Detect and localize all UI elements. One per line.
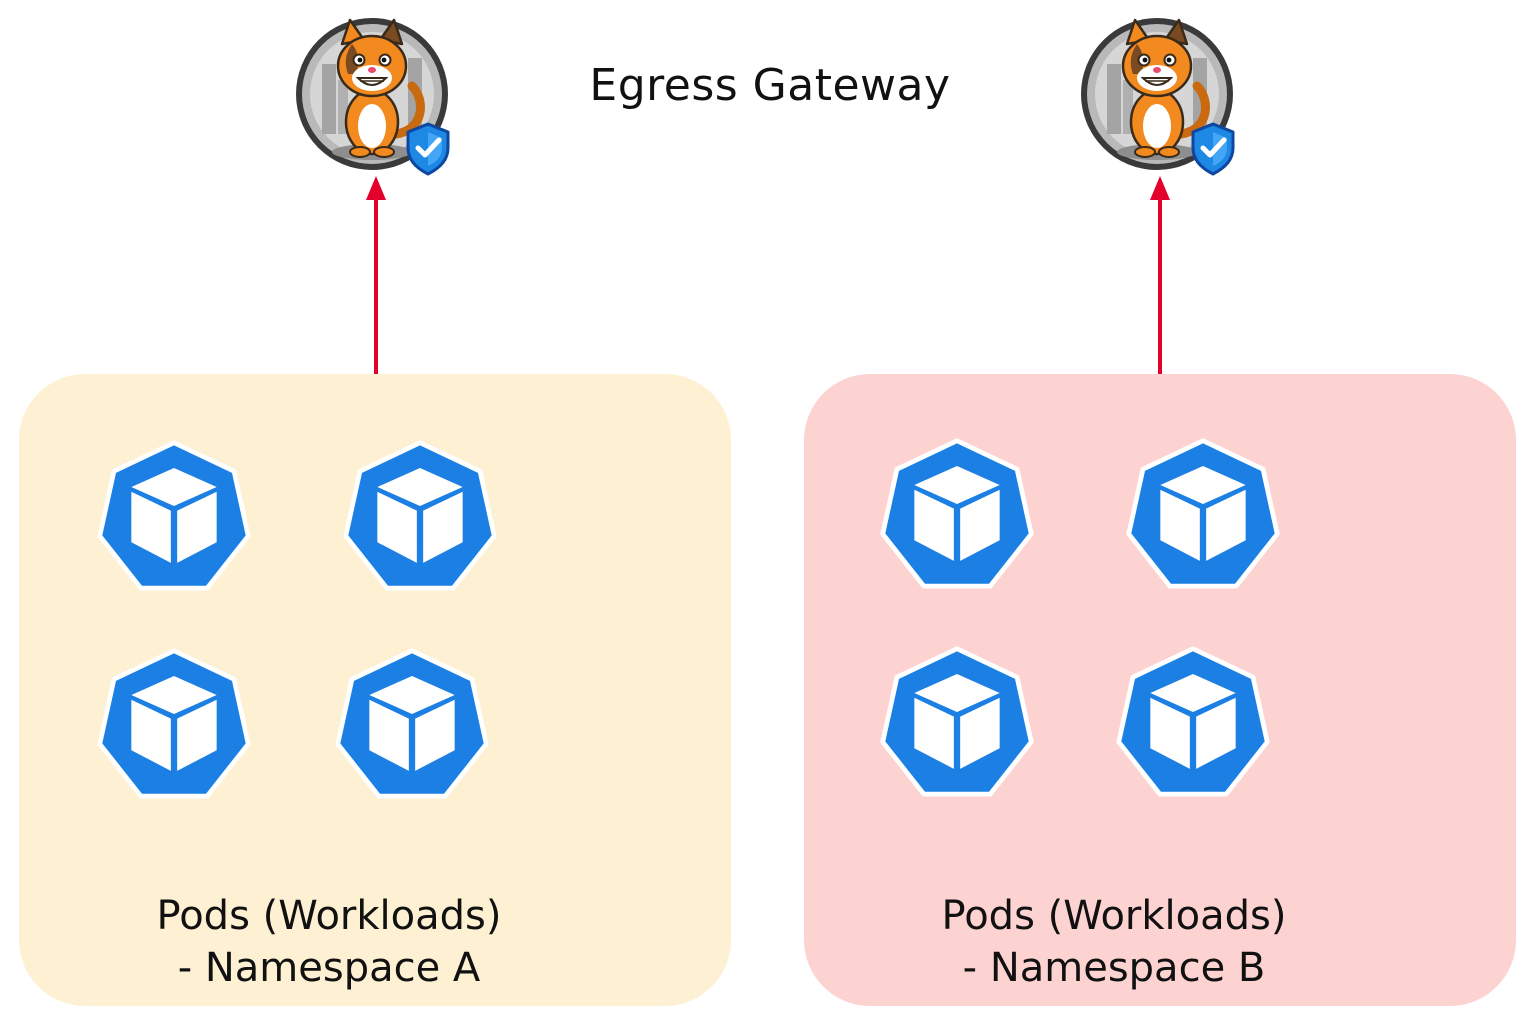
diagram-title: Egress Gateway — [589, 60, 951, 111]
namespace-b-label-line1: Pods (Workloads) — [941, 893, 1287, 939]
pod-icon — [333, 646, 491, 804]
pod-icon — [95, 646, 253, 804]
namespace-b-label-line2: - Namespace B — [962, 945, 1266, 991]
pod-icon — [1124, 436, 1282, 594]
namespace-a-label: Pods (Workloads) - Namespace A — [19, 890, 639, 994]
pod-icon — [341, 438, 499, 596]
namespace-a-label-line1: Pods (Workloads) — [156, 893, 502, 939]
egress-gateway-icon-a — [292, 14, 462, 184]
namespace-a-label-line2: - Namespace A — [177, 945, 481, 991]
namespace-a-box: Pods (Workloads) - Namespace A — [19, 374, 731, 1006]
arrow-namespace-a-to-gateway — [366, 176, 386, 376]
pod-icon — [878, 436, 1036, 594]
egress-gateway-icon-b — [1077, 14, 1247, 184]
pod-icon — [95, 438, 253, 596]
namespace-b-label: Pods (Workloads) - Namespace B — [804, 890, 1424, 994]
pod-icon — [1114, 644, 1272, 802]
pod-icon — [878, 644, 1036, 802]
arrow-namespace-b-to-gateway — [1150, 176, 1170, 376]
namespace-b-box: Pods (Workloads) - Namespace B — [804, 374, 1516, 1006]
